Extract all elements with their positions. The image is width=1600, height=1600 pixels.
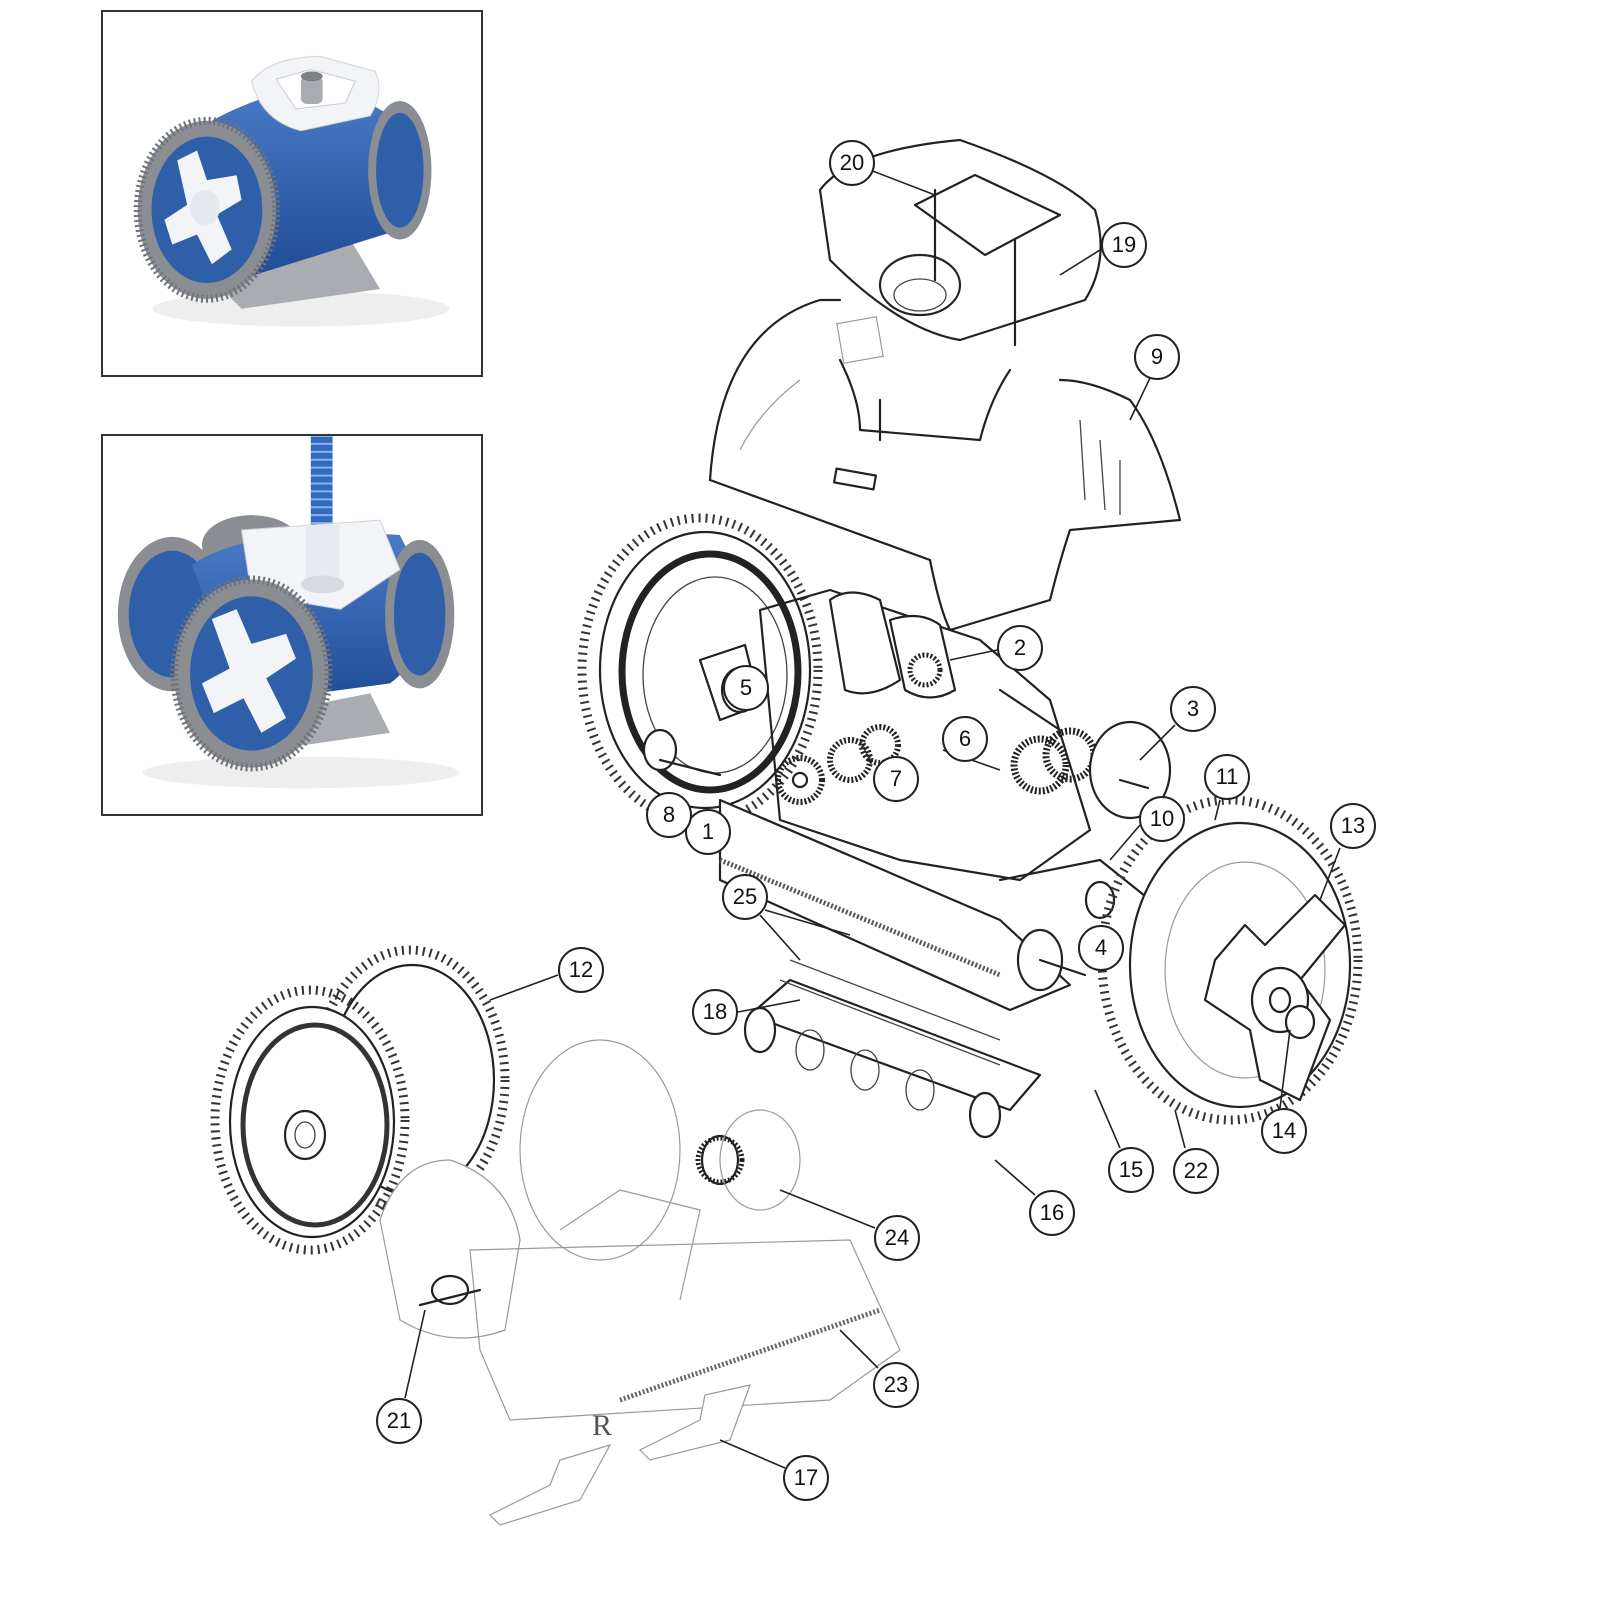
callout-23: 23 [873, 1362, 919, 1408]
body-chassis-part [718, 798, 1152, 1012]
callout-11: 11 [1204, 754, 1250, 800]
handle-part [818, 138, 1102, 442]
callout-20: 20 [829, 140, 875, 186]
right-wheel-part [1097, 795, 1363, 1125]
clips-part [488, 1384, 751, 1526]
callout-12: 12 [558, 947, 604, 993]
callout-3: 3 [1170, 686, 1216, 732]
callout-5: 5 [723, 665, 769, 711]
product-photo-2-wheel [101, 10, 483, 377]
callout-2: 2 [997, 625, 1043, 671]
callout-7: 7 [873, 756, 919, 802]
callout-22: 22 [1173, 1148, 1219, 1194]
callout-14: 14 [1261, 1108, 1307, 1154]
callout-8: 8 [646, 792, 692, 838]
callout-13: 13 [1330, 803, 1376, 849]
callout-18: 18 [692, 989, 738, 1035]
spare-wheels-part [210, 945, 510, 1255]
top-cover-part [708, 298, 1182, 632]
callout-1: 1 [685, 809, 731, 855]
pool-cleaner-2-wheel-illustration [133, 56, 450, 327]
leader-lines [404, 169, 1341, 1469]
callout-19: 19 [1101, 222, 1147, 268]
callout-4: 4 [1078, 925, 1124, 971]
callout-16: 16 [1029, 1190, 1075, 1236]
callout-24: 24 [874, 1215, 920, 1261]
roller-skirt-part [743, 959, 1042, 1139]
callout-9: 9 [1134, 334, 1180, 380]
svg-text:R: R [592, 1409, 612, 1442]
callout-6: 6 [942, 716, 988, 762]
callout-25: 25 [722, 874, 768, 920]
product-photo-4-wheel [101, 434, 483, 816]
left-wheel-part [577, 513, 823, 827]
callout-17: 17 [783, 1455, 829, 1501]
lower-chassis-part: R [379, 1039, 901, 1442]
callout-15: 15 [1108, 1147, 1154, 1193]
callout-21: 21 [376, 1398, 422, 1444]
pool-cleaner-4-wheel-illustration [117, 436, 460, 789]
disc-part [1088, 720, 1172, 820]
callout-10: 10 [1139, 796, 1185, 842]
